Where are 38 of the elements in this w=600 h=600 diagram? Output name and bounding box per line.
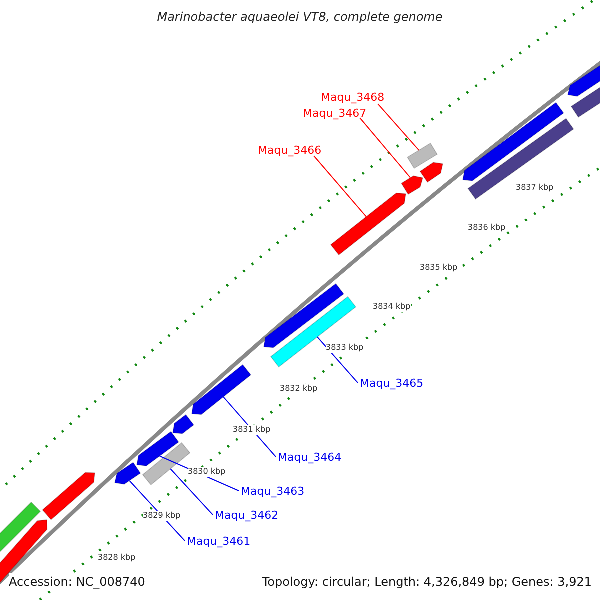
gene-label: Maqu_3464 — [278, 451, 342, 464]
title: Marinobacter aquaeolei VT8, complete genome — [157, 9, 443, 26]
gene-bar — [172, 414, 195, 434]
leader-line — [360, 118, 412, 178]
gene-label: Maqu_3462 — [215, 509, 279, 522]
gene-label: Maqu_3467 — [303, 107, 367, 120]
gene-bar — [468, 118, 574, 200]
gene-label: Maqu_3465 — [360, 377, 424, 390]
tick-label: 3828 kbp — [98, 553, 136, 563]
tick-label: 3837 kbp — [516, 183, 554, 193]
gene-bar — [407, 142, 438, 170]
tick-label: 3834 kbp — [373, 302, 411, 312]
gene-label: Maqu_3466 — [258, 144, 322, 157]
tick-label: 3835 kbp — [420, 263, 458, 273]
gene-bar — [330, 192, 406, 256]
accession-text: Accession: NC_008740 — [9, 573, 146, 591]
gene-label: Maqu_3468 — [321, 91, 385, 104]
tick-label: 3832 kbp — [280, 384, 318, 394]
gene-bar — [401, 176, 424, 196]
gene-bar — [420, 162, 444, 183]
gene-bar — [192, 364, 252, 416]
gene-bar — [462, 102, 564, 182]
leader-line — [317, 336, 358, 384]
gene-label: Maqu_3463 — [241, 485, 305, 498]
leader-line — [314, 156, 367, 218]
gene-bar — [264, 283, 344, 348]
gene-bar — [136, 431, 180, 466]
leader-line — [378, 104, 420, 151]
gene-bar — [0, 502, 42, 552]
gene-bar — [42, 472, 96, 520]
gene-bar — [114, 462, 142, 485]
tick-label: 3833 kbp — [326, 343, 364, 353]
tick-label: 3831 kbp — [233, 425, 271, 435]
tick-label: 3830 kbp — [188, 467, 226, 477]
gene-label: Maqu_3461 — [187, 535, 251, 548]
leader-line — [170, 468, 214, 516]
tick-label: 3836 kbp — [468, 223, 506, 233]
tick-label: 3829 kbp — [143, 511, 181, 521]
